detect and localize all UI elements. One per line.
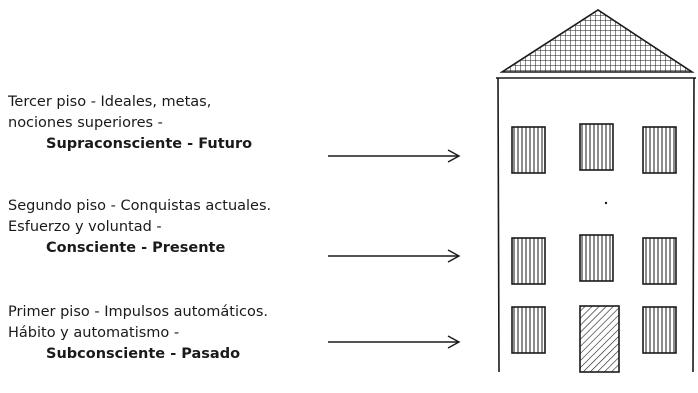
floor-3-label: Tercer piso - Ideales, metas, nociones s…: [8, 92, 252, 155]
floor-2-windows: [511, 201, 677, 285]
floor-2-line-1: Segundo piso - Conquistas actuales.: [8, 198, 272, 214]
roof: [499, 9, 695, 73]
floor-3-line-1: Tercer piso - Ideales, metas,: [8, 94, 212, 110]
floor-1-label: Primer piso - Impulsos automáticos. Hábi…: [8, 302, 268, 365]
arrow-floor-1: [328, 335, 461, 349]
floor-2-emphasis: Consciente - Presente: [46, 240, 226, 256]
floor-3-windows: [511, 123, 677, 174]
floor-1-line-1: Primer piso - Impulsos automáticos.: [8, 304, 268, 320]
door: [579, 305, 620, 373]
floor-2-line-2: Esfuerzo y voluntad -: [8, 219, 162, 235]
floor-1-windows: [511, 306, 677, 354]
floor-1-line-2: Hábito y automatismo -: [8, 325, 180, 341]
floor-2-label: Segundo piso - Conquistas actuales. Esfu…: [8, 196, 271, 259]
building-walls: [497, 77, 695, 373]
floor-1-emphasis: Subconsciente - Pasado: [46, 346, 241, 362]
floor-3-emphasis: Supraconsciente - Futuro: [46, 136, 253, 152]
floor-3-line-2: nociones superiores -: [8, 115, 163, 131]
arrow-floor-2: [328, 249, 461, 263]
arrow-floor-3: [328, 149, 461, 163]
